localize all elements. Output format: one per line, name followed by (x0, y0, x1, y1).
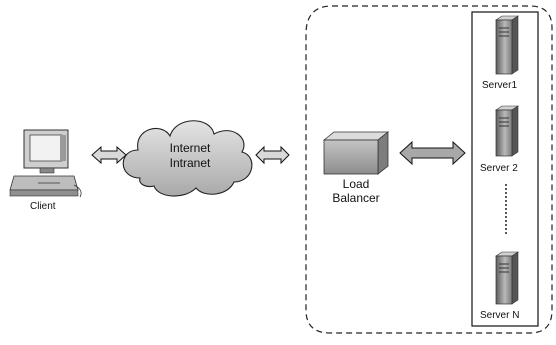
load-balancer-icon (322, 131, 390, 175)
loadbalancer-servers-arrow (399, 140, 466, 166)
server-rack-frame (471, 11, 539, 327)
server-2-label: Server 2 (480, 163, 518, 174)
server-farm-boundary (305, 5, 553, 334)
network-label-line1: Internet (169, 141, 211, 155)
server-1-icon (495, 15, 519, 75)
client-computer-icon (9, 129, 82, 198)
client-network-arrow (91, 145, 127, 165)
client-label: Client (30, 201, 56, 212)
load-balancer-label-line1: Load (342, 177, 370, 191)
server-1-label: Server1 (482, 80, 518, 91)
server-n-icon (495, 251, 519, 305)
network-label-line2: Intranet (169, 156, 211, 170)
load-balancer-label-line2: Balancer (332, 191, 380, 205)
server-2-icon (495, 105, 519, 157)
internet-cloud-icon (122, 120, 253, 197)
network-loadbalancer-arrow (255, 145, 290, 165)
server-n-label: Server N (480, 310, 520, 321)
